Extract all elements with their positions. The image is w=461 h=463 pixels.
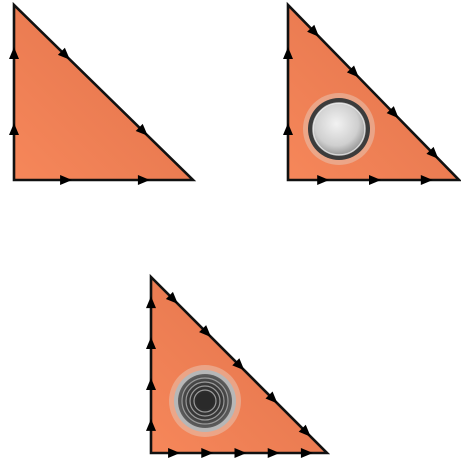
triangle-panel-plain bbox=[9, 5, 193, 185]
triangle-panel-with-dark-hole bbox=[146, 277, 327, 458]
triangle-panel-with-light-hole bbox=[283, 5, 459, 185]
hole-core bbox=[197, 393, 213, 409]
